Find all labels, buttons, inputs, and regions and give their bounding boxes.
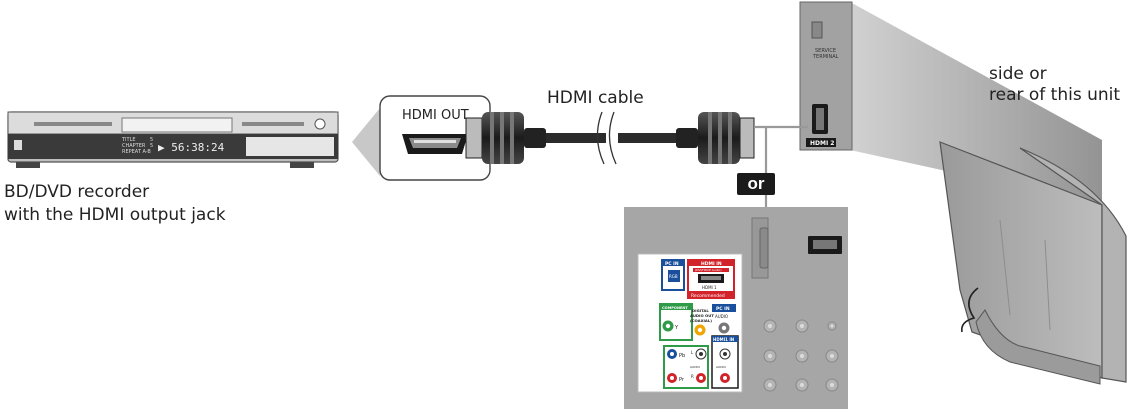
unit-caption-line1: side or <box>989 64 1047 84</box>
r-label: R <box>691 374 694 379</box>
digital-audio-line2: AUDIO OUT <box>690 313 714 318</box>
recorder-caption-line1: BD/DVD recorder <box>4 182 150 202</box>
display-time: ▶ 56:38:24 <box>158 141 225 154</box>
display-title-value: 5 <box>150 137 153 143</box>
digital-audio-line1: DIGITAL <box>692 308 709 313</box>
service-label: SERVICE <box>815 48 836 54</box>
rgb-label: RGB <box>669 274 678 279</box>
or-badge: or <box>737 173 775 195</box>
hdmi-out-callout <box>379 95 491 181</box>
hdmi1-in-label: HDMI1 IN <box>713 337 734 342</box>
display-title: TITLE <box>121 137 136 143</box>
pointer-arrow-icon <box>352 108 380 176</box>
pc-in-audio-label: PC IN <box>716 306 730 312</box>
hdmi-out-label: HDMI OUT <box>402 108 469 123</box>
pr-label: Pr <box>679 377 685 383</box>
unit-caption: side or rear of this unit <box>989 64 1120 106</box>
rear-panel: PC IN RGB HDMI IN (DVI/HDCP Audio) HDMI … <box>624 207 848 409</box>
y-label: Y <box>674 325 679 331</box>
terminal-label: TERMINAL <box>812 54 839 60</box>
display-repeat: REPEAT A-B <box>122 149 151 155</box>
pc-in-label: PC IN <box>665 261 679 267</box>
unit-caption-line2: rear of this unit <box>989 85 1121 105</box>
bd-dvd-recorder: TITLE 5 CHAPTER 5 REPEAT A-B ▶ 56:38:24 <box>7 111 339 168</box>
recorder-caption-line2: with the HDMI output jack <box>4 205 226 225</box>
l-label: L <box>691 350 694 355</box>
side-hdmi-label: HDMI 2 <box>810 140 834 147</box>
component-label: COMPONENT <box>662 306 688 310</box>
recorder-caption: BD/DVD recorder with the HDMI output jac… <box>4 181 226 227</box>
hdmi-cable-label: HDMI cable <box>547 88 644 108</box>
pb-label: Pb <box>679 353 685 359</box>
audio-label: AUDIO <box>715 314 728 319</box>
tv-unit: SERVICE TERMINAL HDMI 2 <box>799 1 1127 385</box>
digital-audio-line3: (COAXIAL) <box>690 318 712 323</box>
display-chapter-value: 5 <box>150 143 153 149</box>
hdmi1-label: HDMI 1 <box>702 285 717 290</box>
hdmi-audio-small-label: AUDIO <box>716 365 726 369</box>
recommended-label: Recommended <box>691 293 725 299</box>
hdmi-in-label: HDMI IN <box>701 261 722 267</box>
display-chapter: CHAPTER <box>122 143 146 149</box>
hdmi-in-sub-label: (DVI/HDCP Audio) <box>695 268 722 272</box>
component-audio-label: AUDIO <box>690 365 700 369</box>
hdmi-cable <box>465 111 755 165</box>
